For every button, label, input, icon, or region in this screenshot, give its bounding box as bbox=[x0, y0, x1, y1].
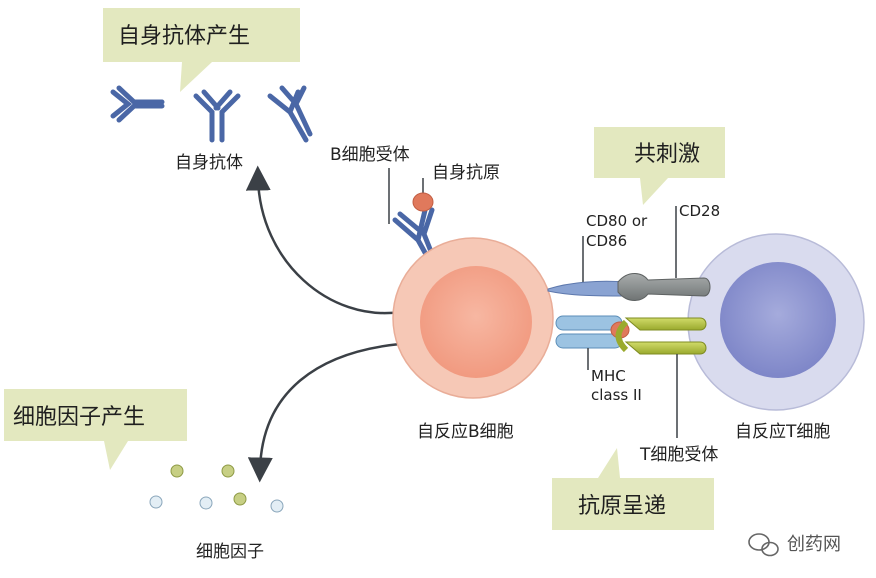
autoantigen-label: 自身抗原 bbox=[432, 163, 500, 183]
t-cell-receptor-label: T细胞受体 bbox=[639, 445, 718, 465]
cytokine-dot bbox=[170, 464, 184, 478]
autoreactive-b-cell bbox=[392, 237, 554, 399]
wechat-icon bbox=[748, 533, 779, 557]
cd28-molecule bbox=[617, 206, 711, 301]
watermark-text: 创药网 bbox=[787, 534, 841, 555]
cytokine-dot bbox=[270, 499, 284, 513]
mhc-label: MHC bbox=[591, 367, 626, 385]
callout-antigen-presentation-label: 抗原呈递 bbox=[578, 494, 666, 519]
antibody-icon bbox=[267, 85, 313, 143]
cytokines-label: 细胞因子 bbox=[196, 542, 264, 562]
callout-autoantibody-label: 自身抗体产生 bbox=[118, 24, 250, 49]
autoreactive-t-cell-label: 自反应T细胞 bbox=[735, 422, 830, 442]
autoreactive-t-cell bbox=[687, 233, 865, 411]
antibody-icon bbox=[110, 85, 165, 123]
autoantibody-label: 自身抗体 bbox=[175, 153, 243, 173]
callout-cytokine-production: 细胞因子产生 bbox=[4, 389, 187, 470]
watermark: 创药网 bbox=[748, 533, 841, 557]
t-cell-receptor bbox=[615, 317, 707, 438]
callout-cytokine-label: 细胞因子产生 bbox=[13, 405, 145, 430]
cd80-or-label: CD80 or bbox=[586, 212, 648, 230]
cytokine-dot bbox=[149, 495, 163, 509]
autoreactive-b-cell-label: 自反应B细胞 bbox=[417, 422, 514, 442]
cytokine-dots bbox=[149, 464, 284, 513]
arrow-to-cytokines bbox=[247, 342, 401, 483]
mhc-class-ii bbox=[555, 315, 623, 370]
class-ii-label: class II bbox=[591, 386, 642, 404]
callout-bubble bbox=[103, 8, 300, 92]
cd28-label: CD28 bbox=[679, 202, 720, 220]
callout-costimulation: 共刺激 bbox=[594, 127, 725, 205]
antibody-icons bbox=[110, 85, 313, 143]
b-cell-receptor bbox=[388, 168, 435, 261]
autoantigen bbox=[412, 178, 434, 212]
cytokine-dot bbox=[233, 492, 247, 506]
b-cell-receptor-label: B细胞受体 bbox=[330, 145, 410, 165]
antibody-icon bbox=[193, 89, 241, 143]
arrow-to-autoantibody bbox=[245, 165, 401, 315]
cytokine-dot bbox=[199, 496, 213, 510]
callout-autoantibody-production: 自身抗体产生 bbox=[103, 8, 300, 92]
cd86-label: CD86 bbox=[586, 232, 627, 250]
cytokine-dot bbox=[221, 464, 235, 478]
callout-antigen-presentation: 抗原呈递 bbox=[552, 448, 714, 530]
callout-costimulation-label: 共刺激 bbox=[634, 142, 700, 167]
